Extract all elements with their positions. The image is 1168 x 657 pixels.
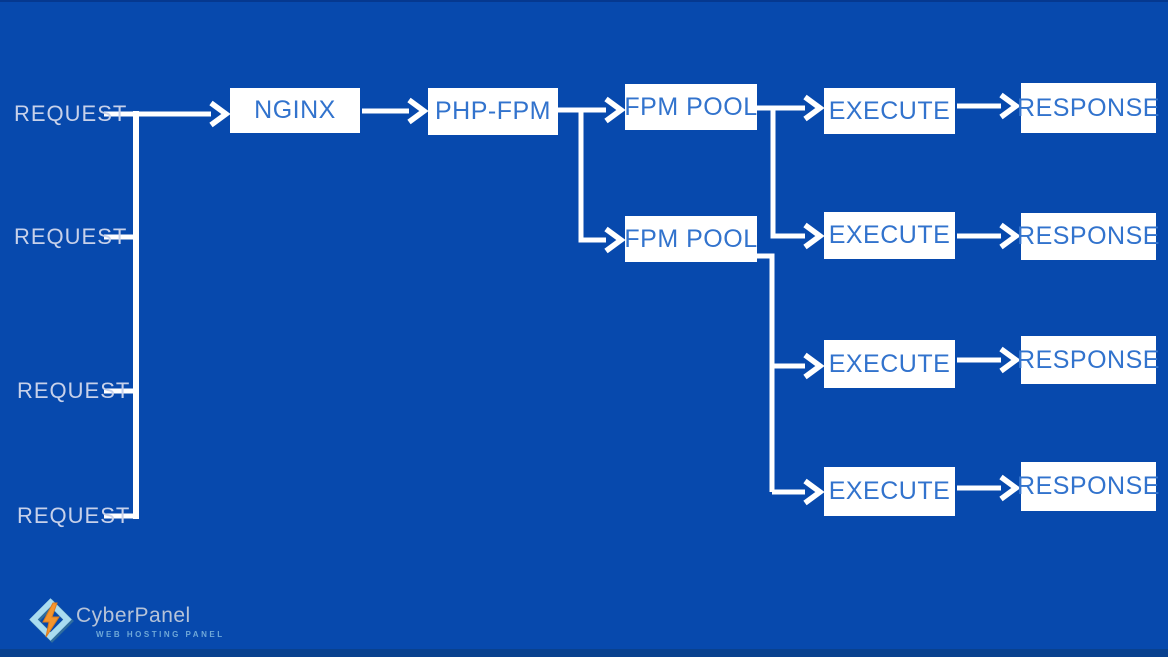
request-label-3: REQUEST	[17, 378, 131, 403]
node-execute-2: EXECUTE	[824, 212, 955, 259]
top-edge-strip	[0, 0, 1168, 2]
arrowhead-to-execute1-icon	[803, 94, 825, 122]
node-php-fpm: PHP-FPM	[428, 88, 558, 135]
arrowhead-to-execute3-icon	[803, 352, 825, 380]
arrowhead-to-phpfpm-icon	[407, 97, 429, 125]
node-response-1: RESPONSE	[1017, 83, 1159, 133]
arrowhead-to-execute4-icon	[803, 478, 825, 506]
bottom-edge-strip	[0, 649, 1168, 657]
request-label-2: REQUEST	[14, 224, 128, 249]
arrowhead-to-response1-icon	[999, 92, 1021, 120]
request-label-4: REQUEST	[17, 503, 131, 528]
node-execute-1: EXECUTE	[824, 88, 955, 134]
arrowhead-to-pool2-icon	[604, 226, 626, 254]
connector-pool1-to-execute2	[770, 108, 805, 239]
node-execute-3: EXECUTE	[824, 340, 955, 388]
arrowhead-to-execute2-icon	[803, 222, 825, 250]
node-response-2: RESPONSE	[1017, 213, 1159, 260]
node-response-4: RESPONSE	[1017, 462, 1159, 511]
node-response-3: RESPONSE	[1017, 336, 1159, 384]
cyberpanel-diamond-bolt-icon	[29, 598, 74, 643]
node-execute-4: EXECUTE	[824, 467, 955, 516]
arrowhead-to-response2-icon	[999, 222, 1021, 250]
arrowhead-to-response3-icon	[999, 346, 1021, 374]
request-label-1: REQUEST	[14, 101, 128, 126]
arrowhead-to-nginx-icon	[209, 100, 231, 128]
node-fpm-pool-1: FPM POOL	[624, 84, 757, 130]
arrowhead-to-response4-icon	[999, 474, 1021, 502]
connector-pool2-branch-line	[757, 253, 775, 492]
node-fpm-pool-2: FPM POOL	[624, 216, 757, 262]
logo-tagline-text: WEB HOSTING PANEL	[96, 630, 225, 639]
cyberpanel-logo: CyberPanel WEB HOSTING PANEL	[28, 597, 222, 643]
logo-name-text: CyberPanel	[76, 604, 191, 627]
connector-phpfpm-to-pool2	[578, 110, 606, 243]
node-nginx: NGINX	[230, 88, 360, 133]
arrowhead-to-pool1-icon	[604, 96, 626, 124]
